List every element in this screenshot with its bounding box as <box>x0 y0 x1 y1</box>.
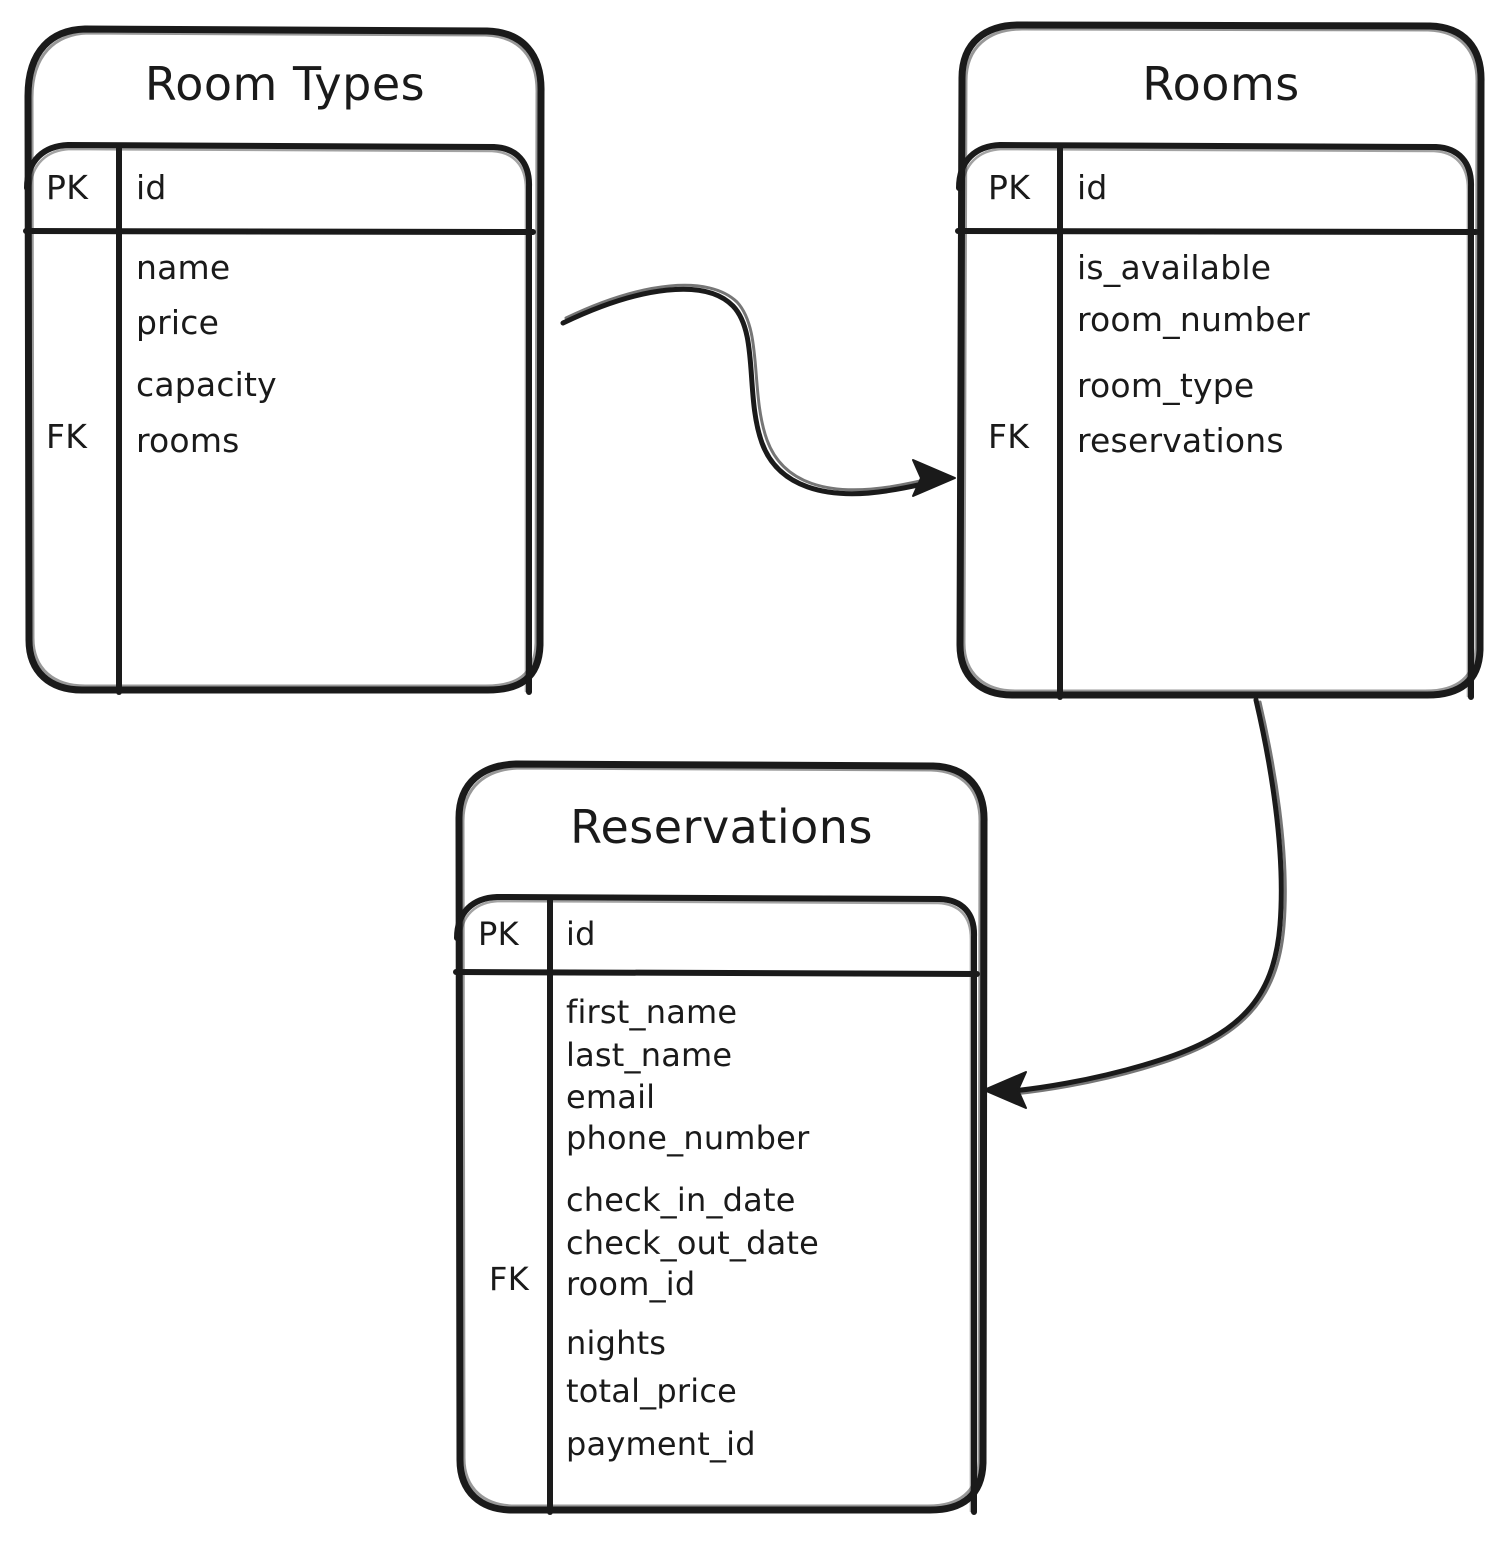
entity-title-rooms: Rooms <box>1142 57 1300 111</box>
rooms-field-reservations: reservations <box>1077 421 1284 460</box>
rooms-field-room-number: room_number <box>1077 300 1310 339</box>
room-types-field-capacity: capacity <box>136 365 277 404</box>
arrowhead-to-rooms <box>912 459 956 497</box>
rooms-outer-border <box>956 21 1485 699</box>
arrowhead-to-reservations <box>983 1071 1027 1109</box>
rooms-field-room-type: room_type <box>1077 366 1255 405</box>
reservations-field-check-out-date: check_out_date <box>566 1224 820 1262</box>
rooms-header-rule <box>955 228 1479 235</box>
room-types-field-name: name <box>136 248 231 287</box>
room-types-header-rule <box>23 228 536 235</box>
reservations-field-email: email <box>566 1078 656 1116</box>
reservations-fk-label: FK <box>489 1260 529 1298</box>
reservations-field-nights: nights <box>566 1324 667 1362</box>
entity-title-reservations: Reservations <box>570 800 873 854</box>
reservations-field-room-id: room_id <box>566 1265 696 1303</box>
room-types-pk-field: id <box>136 168 167 207</box>
room-types-pk-label: PK <box>46 168 89 207</box>
room-types-field-price: price <box>136 303 220 342</box>
reservations-field-phone-number: phone_number <box>566 1119 810 1157</box>
rooms-pk-field: id <box>1077 168 1108 207</box>
entity-title-room-types: Room Types <box>144 57 426 111</box>
reservations-header-rule <box>453 969 980 977</box>
rooms-pk-label: PK <box>988 168 1031 207</box>
room-types-fk-label: FK <box>46 417 88 456</box>
room-types-outer-border <box>24 25 545 694</box>
reservations-pk-label: PK <box>478 915 519 953</box>
rooms-fk-label: FK <box>988 417 1030 456</box>
reservations-field-last-name: last_name <box>566 1036 733 1074</box>
reservations-field-check-in-date: check_in_date <box>566 1181 796 1219</box>
connector-room-types-to-rooms <box>560 283 956 497</box>
room-types-field-rooms: rooms <box>136 421 240 460</box>
rooms-field-is-available: is_available <box>1077 248 1272 287</box>
reservations-field-first-name: first_name <box>566 993 738 1031</box>
reservations-pk-field: id <box>566 915 596 953</box>
room-types-inner-border <box>24 142 533 695</box>
reservations-field-payment-id: payment_id <box>566 1425 756 1463</box>
reservations-field-total-price: total_price <box>566 1372 738 1410</box>
connector-rooms-to-reservations <box>983 697 1287 1109</box>
